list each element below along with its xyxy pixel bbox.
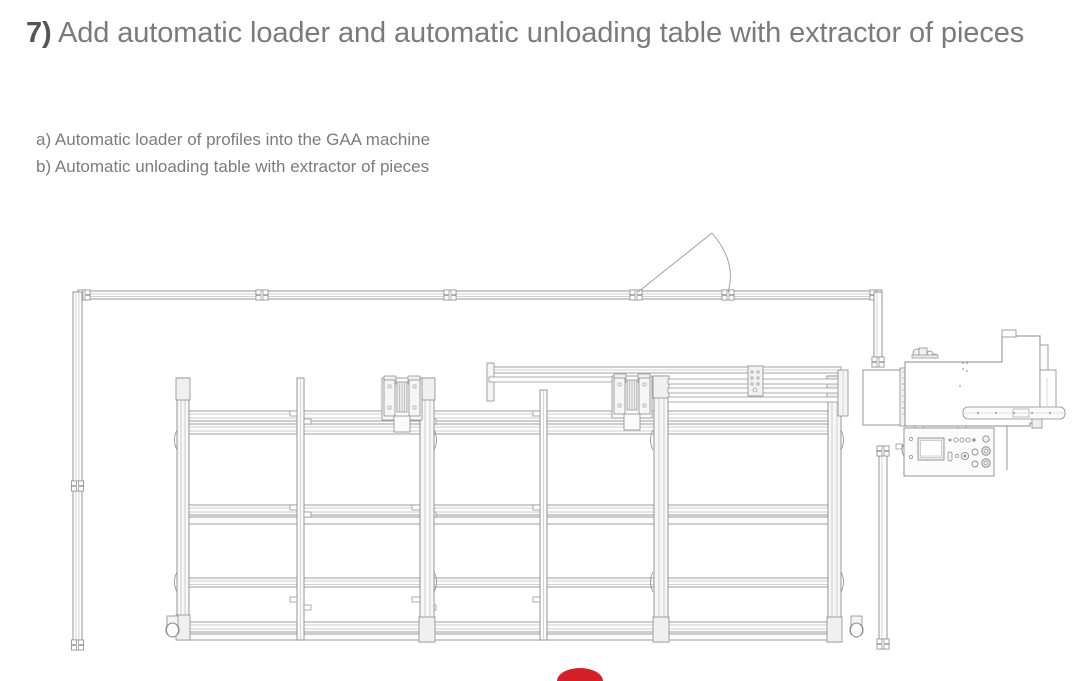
brand-logo-arc [557, 668, 603, 681]
table-post-right-center [650, 375, 670, 643]
table-rail-top [177, 410, 839, 435]
overhead-gantry-rail [77, 289, 883, 301]
title-text: Add automatic loader and automatic unloa… [57, 17, 1025, 49]
extractor-carriage-right [611, 373, 653, 431]
gaa-machine-body [862, 329, 1066, 470]
left-vertical-rail [71, 291, 84, 651]
caster-wheel-left [165, 615, 180, 638]
bullet-list: a) Automatic loader of profiles into the… [36, 126, 430, 180]
caster-wheel-right [849, 615, 864, 638]
bullet-item-a: a) Automatic loader of profiles into the… [36, 130, 431, 149]
table-rail-lower [177, 577, 839, 588]
unloading-table-frame [165, 362, 864, 643]
gaa-control-panel [895, 427, 995, 477]
bullet-item-b: b) Automatic unloading table with extrac… [36, 157, 430, 176]
gantry-junction-box [747, 365, 764, 397]
page-title: 7) Add automatic loader and automatic un… [26, 12, 1066, 55]
table-post-left [174, 377, 191, 641]
table-rail-middle [177, 504, 839, 525]
machine-valve-assembly [911, 347, 939, 359]
title-number: 7) [26, 17, 52, 49]
table-post-center [418, 377, 437, 643]
table-post-mid-right [532, 389, 548, 641]
machine-conveyor-bar [962, 406, 1066, 420]
table-rail-bottom [177, 621, 839, 641]
right-vertical-rail [871, 291, 890, 650]
rotation-arc-indicator [637, 232, 731, 293]
table-upper-short-rail [289, 377, 312, 641]
